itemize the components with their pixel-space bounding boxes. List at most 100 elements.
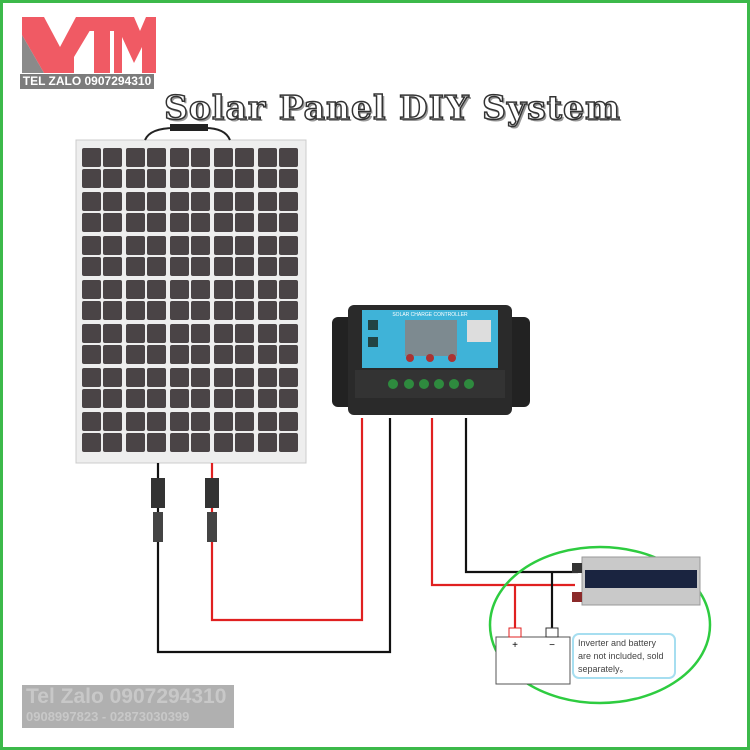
solar-cell (147, 192, 166, 211)
page-title: Solar Panel DIY System (163, 87, 621, 128)
solar-cell (191, 412, 210, 431)
solar-cell (126, 169, 145, 188)
solar-cell (258, 433, 277, 452)
watermark-line2: 0908997823 - 02873030399 (26, 709, 190, 724)
solar-cell (126, 236, 145, 255)
solar-cell (214, 192, 233, 211)
solar-cell (126, 257, 145, 276)
solar-cell (258, 169, 277, 188)
solar-cell (235, 345, 254, 364)
solar-cell (126, 280, 145, 299)
solar-cell (147, 148, 166, 167)
battery: + − (495, 627, 571, 685)
solar-cell (279, 324, 298, 343)
solar-cell (103, 280, 122, 299)
solar-cell (82, 257, 101, 276)
solar-cell (235, 368, 254, 387)
solar-cell (170, 324, 189, 343)
solar-cell (191, 280, 210, 299)
solar-cell (103, 192, 122, 211)
solar-cell (170, 345, 189, 364)
solar-cell (214, 433, 233, 452)
solar-panel (75, 124, 307, 464)
solar-cell (126, 389, 145, 408)
solar-cell (214, 148, 233, 167)
solar-cell (235, 301, 254, 320)
solar-cell (103, 345, 122, 364)
solar-cell (191, 192, 210, 211)
solar-cell (126, 412, 145, 431)
solar-cell (170, 169, 189, 188)
solar-cell (214, 368, 233, 387)
solar-cell (103, 148, 122, 167)
solar-cell (191, 148, 210, 167)
solar-cell (147, 345, 166, 364)
contact-watermark: Tel Zalo 0907294310 0908997823 - 0287303… (22, 685, 234, 728)
solar-cell (103, 257, 122, 276)
solar-cell (147, 324, 166, 343)
solar-cell (191, 301, 210, 320)
solar-cell (214, 301, 233, 320)
solar-cell (126, 148, 145, 167)
solar-cell (191, 236, 210, 255)
solar-cell (82, 192, 101, 211)
solar-cell (82, 324, 101, 343)
solar-cell (191, 257, 210, 276)
solar-cell (82, 389, 101, 408)
solar-cell (279, 169, 298, 188)
solar-cell (191, 213, 210, 232)
solar-cell (82, 433, 101, 452)
solar-cell (279, 236, 298, 255)
solar-cell (214, 324, 233, 343)
solar-cell (191, 368, 210, 387)
solar-cell (235, 169, 254, 188)
solar-cell (235, 192, 254, 211)
solar-cell (191, 169, 210, 188)
solar-cell (235, 433, 254, 452)
solar-cell (126, 324, 145, 343)
solar-cell (279, 213, 298, 232)
solar-cell (258, 412, 277, 431)
solar-cell (103, 389, 122, 408)
solar-cell (170, 301, 189, 320)
inverter (572, 556, 701, 606)
solar-cell (258, 368, 277, 387)
battery-plus: + (512, 640, 518, 651)
solar-cell (82, 345, 101, 364)
charge-controller: SOLAR CHARGE CONTROLLER (332, 305, 530, 415)
solar-cell (258, 280, 277, 299)
solar-cell (103, 236, 122, 255)
solar-cell (235, 280, 254, 299)
solar-cell (147, 433, 166, 452)
controller-label: SOLAR CHARGE CONTROLLER (392, 312, 468, 318)
solar-cell (103, 433, 122, 452)
solar-cell (170, 433, 189, 452)
solar-cell (82, 280, 101, 299)
solar-cell (126, 192, 145, 211)
solar-cell (258, 389, 277, 408)
solar-cell (82, 412, 101, 431)
solar-cell (235, 148, 254, 167)
solar-cell (279, 433, 298, 452)
disclaimer-note: Inverter and battery are not included, s… (572, 633, 676, 679)
solar-cell (279, 148, 298, 167)
solar-cell (214, 412, 233, 431)
solar-cell (103, 412, 122, 431)
solar-cell (258, 301, 277, 320)
solar-cell (126, 301, 145, 320)
solar-cell (235, 213, 254, 232)
solar-cell (191, 433, 210, 452)
solar-cell (279, 257, 298, 276)
solar-cell (126, 345, 145, 364)
solar-cell (214, 236, 233, 255)
logo-phone: TEL ZALO 0907294310 (20, 74, 154, 89)
solar-cell (126, 213, 145, 232)
solar-cell (258, 345, 277, 364)
solar-cell (126, 433, 145, 452)
solar-cell (126, 368, 145, 387)
solar-cell (235, 257, 254, 276)
solar-cell (258, 257, 277, 276)
solar-cell (279, 345, 298, 364)
solar-cell (279, 192, 298, 211)
